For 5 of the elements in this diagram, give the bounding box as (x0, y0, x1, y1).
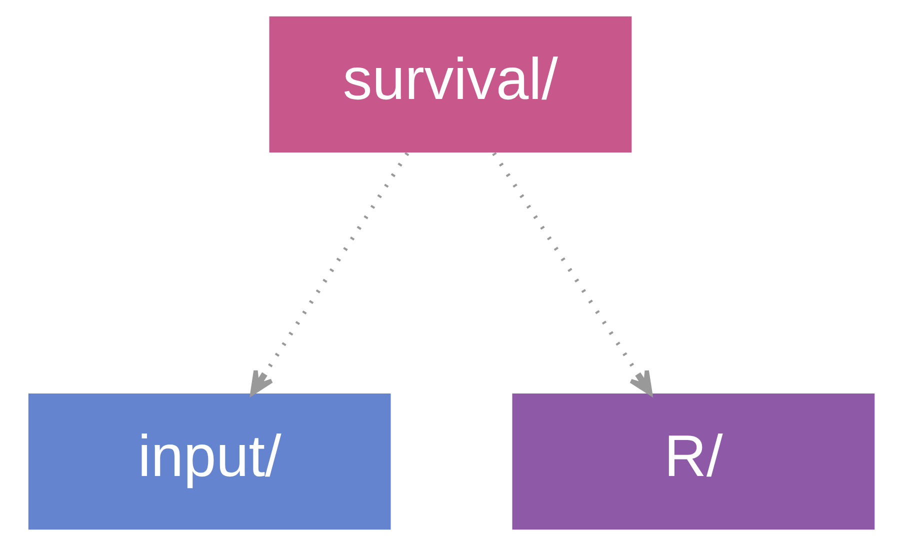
arrow (492, 152, 652, 396)
node-box: input/ (28, 393, 391, 530)
node-box: R/ (512, 393, 875, 530)
arrow (250, 152, 410, 396)
node-box: survival/ (269, 16, 632, 153)
